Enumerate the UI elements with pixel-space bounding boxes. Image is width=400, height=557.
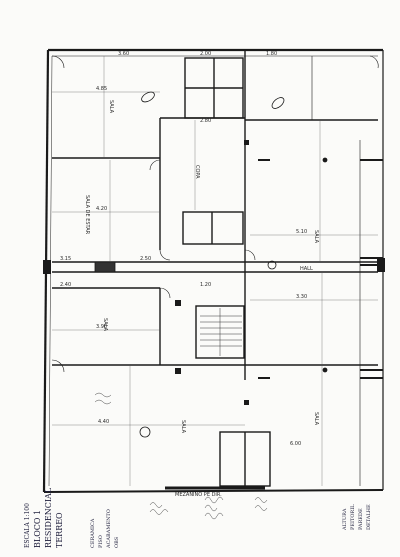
title-subtitle: ESCALA 1:100 <box>24 503 31 548</box>
dim-label: 2.40 <box>60 282 71 288</box>
room-label-sala-bottom: SALA <box>180 420 186 434</box>
dim-label: 3.30 <box>296 294 307 300</box>
note-line: OBS <box>114 536 120 548</box>
dimension-labels: 4.85 3.60 2.00 1.80 4.20 3.15 2.50 5.10 … <box>60 51 307 447</box>
room-label-right-lower: SALA <box>313 412 319 426</box>
dim-label: 6.00 <box>290 441 301 447</box>
room-label-copa-top: COPA <box>194 165 200 179</box>
title-line-1: TERREO <box>55 512 64 548</box>
notes-right: DETALHE PAREDE PEITORIL ALTURA <box>342 504 372 531</box>
note-line: ACABAMENTO <box>106 509 112 549</box>
room-label-right-upper: SALA <box>313 230 319 244</box>
dim-label: 3.90 <box>96 324 107 330</box>
room-label-living-top: SALA DE ESTAR <box>84 195 90 235</box>
room-label-sala-left-mid: SALA <box>102 318 108 332</box>
scribble-marks <box>94 392 268 520</box>
dim-label: 4.40 <box>98 419 109 425</box>
note-line: CERAMICA <box>90 518 96 548</box>
corridor-label: HALL <box>300 266 313 272</box>
dim-label: 5.10 <box>296 229 307 235</box>
dim-label: 2.80 <box>200 118 211 124</box>
dim-label: 4.85 <box>96 86 107 92</box>
fixtures <box>94 91 328 438</box>
stair-treads <box>200 308 242 356</box>
title-block: TERREO RESIDENCIAL BLOCO 1 ESCALA 1:100 <box>24 487 64 548</box>
note-line: PAREDE <box>358 508 364 530</box>
dim-label: 1.80 <box>266 51 277 57</box>
dim-label: 1.20 <box>200 282 211 288</box>
note-line: PEITORIL <box>350 504 356 530</box>
dim-label: 4.20 <box>96 206 107 212</box>
windows <box>165 159 383 490</box>
dimension-lines <box>52 56 378 486</box>
room-label-sala-top: SALA <box>108 100 114 114</box>
bottom-wall-label: MEZANINO PE DIR. <box>175 492 222 498</box>
door-swings <box>51 55 379 373</box>
dim-label: 2.50 <box>140 256 151 262</box>
title-line-3: BLOCO 1 <box>33 510 42 548</box>
room-labels: SALA SALA DE ESTAR COPA SALA SALA SALA S… <box>84 100 319 498</box>
dim-label: 3.15 <box>60 256 71 262</box>
title-line-2: RESIDENCIAL <box>44 487 53 548</box>
note-line: PISO <box>98 535 104 548</box>
note-line: ALTURA <box>342 508 348 531</box>
dim-label: 3.60 <box>118 51 129 57</box>
notes-left: OBS ACABAMENTO PISO CERAMICA <box>90 509 120 549</box>
dim-label: 2.00 <box>200 51 211 57</box>
note-line: DETALHE <box>366 504 372 530</box>
